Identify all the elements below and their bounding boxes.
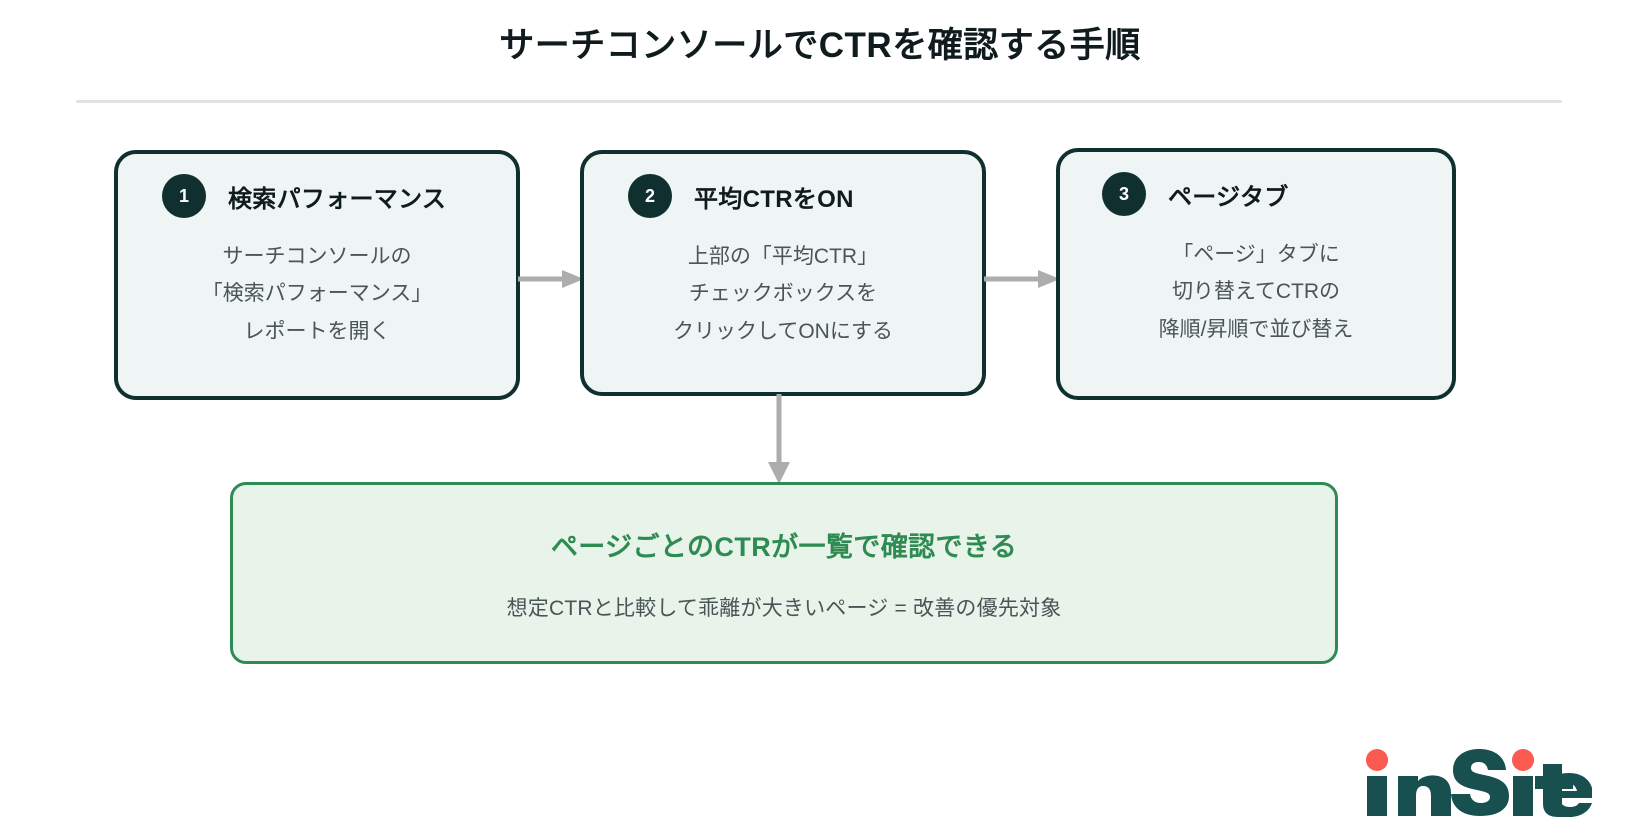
arrow-step1-to-step2 — [518, 270, 584, 288]
brand-logo — [1364, 738, 1592, 818]
step-2-number-badge: 2 — [628, 174, 672, 218]
title-divider — [76, 100, 1562, 103]
step-1-title: 検索パフォーマンス — [228, 185, 447, 213]
step-2-header: 2 平均CTRをON — [584, 154, 982, 218]
step-card-2: 2 平均CTRをON 上部の「平均CTR」 チェックボックスを クリックしてON… — [580, 150, 986, 396]
step-3-number-badge: 3 — [1102, 172, 1146, 216]
step-3-header: 3 ページタブ — [1060, 152, 1452, 216]
step-1-description: サーチコンソールの 「検索パフォーマンス」 レポートを開く — [201, 245, 433, 343]
result-subtitle: 想定CTRと比較して乖離が大きいページ = 改善の優先対象 — [506, 596, 1062, 620]
step-3-description: 「ページ」タブに 切り替えてCTRの 降順/昇順で並び替え — [1158, 243, 1354, 341]
result-callout: ページごとのCTRが一覧で確認できる 想定CTRと比較して乖離が大きいページ =… — [230, 482, 1338, 664]
step-2-description: 上部の「平均CTR」 チェックボックスを クリックしてONにする — [672, 245, 894, 343]
step-card-1: 1 検索パフォーマンス サーチコンソールの 「検索パフォーマンス」 レポートを開… — [114, 150, 520, 400]
arrow-step2-to-step3 — [984, 270, 1060, 288]
step-1-header: 1 検索パフォーマンス — [118, 154, 516, 218]
arrow-step2-to-result — [768, 394, 790, 484]
step-1-number-badge: 1 — [162, 174, 206, 218]
step-3-title: ページタブ — [1168, 183, 1289, 211]
step-2-title: 平均CTRをON — [694, 185, 854, 213]
insite-logo-icon — [1366, 749, 1592, 817]
step-card-3: 3 ページタブ 「ページ」タブに 切り替えてCTRの 降順/昇順で並び替え — [1056, 148, 1456, 400]
page-title: サーチコンソールでCTRを確認する手順 — [499, 26, 1141, 65]
result-title: ページごとのCTRが一覧で確認できる — [550, 531, 1018, 562]
